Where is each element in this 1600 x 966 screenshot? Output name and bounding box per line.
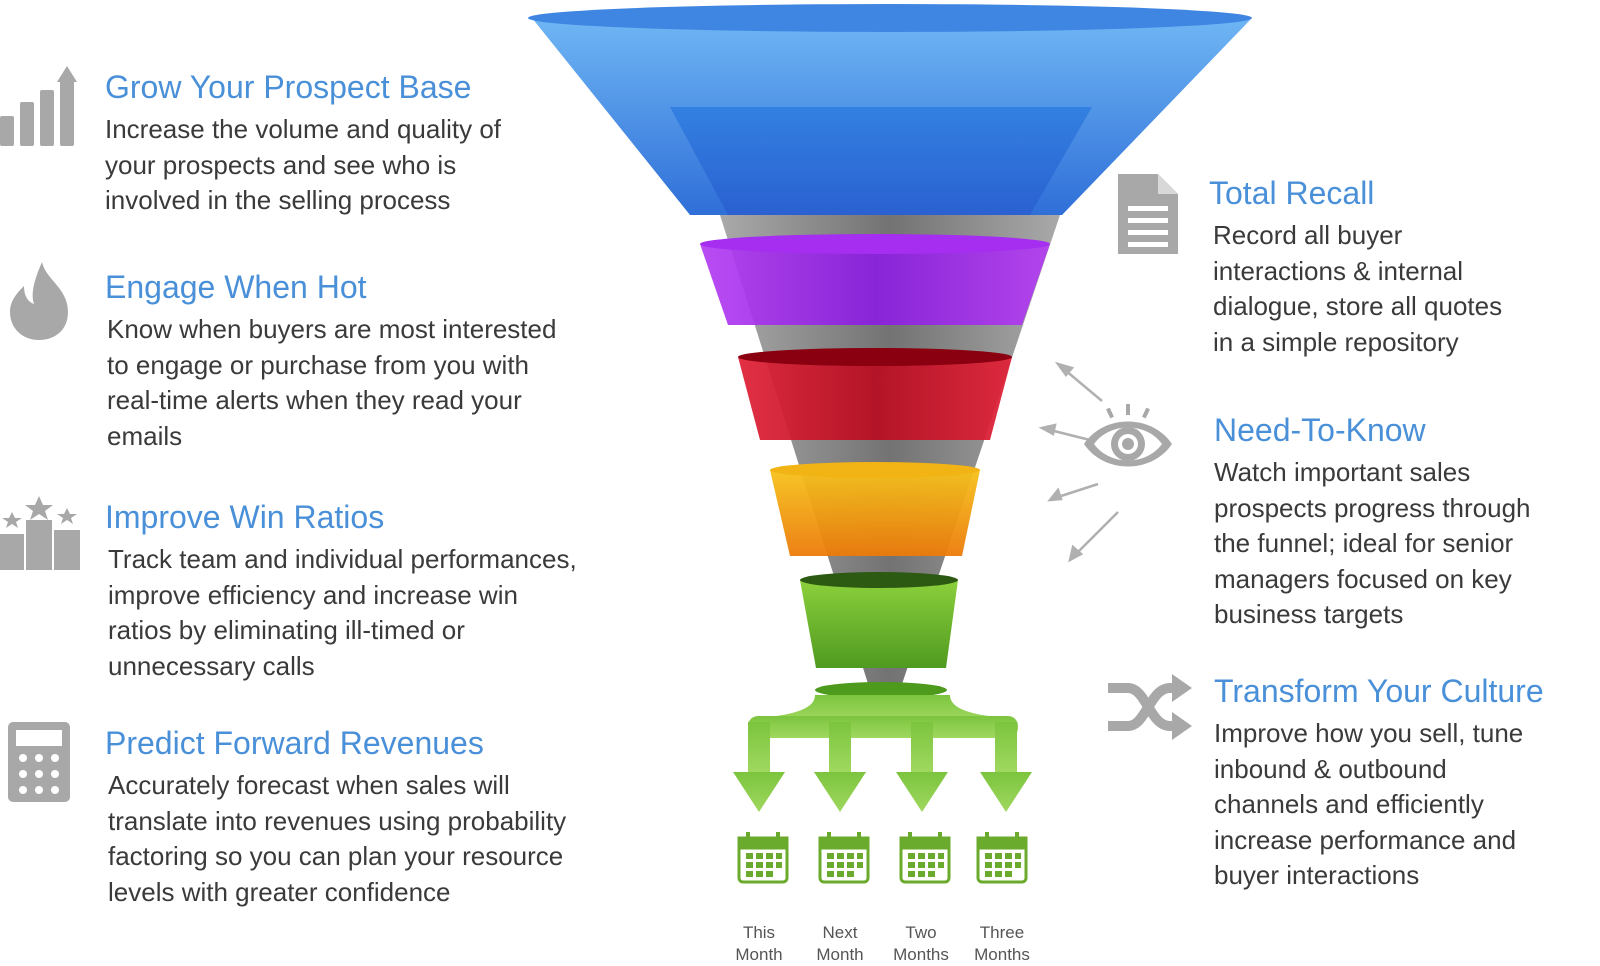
feature-transform-culture: Transform Your Culture Improve how you s… [1214, 672, 1544, 894]
feature-title: Total Recall [1209, 175, 1375, 211]
podium-stars-icon [0, 496, 80, 570]
flame-icon [10, 262, 68, 340]
feature-description: Improve how you sell, tune inbound & out… [1214, 718, 1524, 890]
feature-title: Transform Your Culture [1214, 673, 1544, 709]
funnel-stage-orange [770, 462, 980, 556]
funnel-core [720, 215, 1060, 690]
feature-description: Increase the volume and quality of your … [105, 114, 502, 215]
feature-title: Grow Your Prospect Base [105, 69, 472, 105]
feature-title: Engage When Hot [105, 269, 367, 305]
feature-title: Predict Forward Revenues [105, 725, 484, 761]
funnel-stage-blue [528, 4, 1252, 215]
funnel-stage-purple [700, 234, 1050, 325]
funnel-stage-green [800, 572, 958, 698]
calendar-icon-next-month [818, 836, 870, 884]
feature-description: Know when buyers are most interested to … [107, 314, 557, 451]
calendar-icon-three-months [976, 836, 1028, 884]
feature-total-recall: Total Recall Record all buyer interactio… [1209, 174, 1502, 360]
calendar-icon-this-month [737, 836, 789, 884]
distribution-arrows [733, 695, 1032, 812]
feature-description: Track team and individual performances, … [108, 544, 577, 681]
funnel-stage-red [738, 348, 1012, 440]
feature-description: Record all buyer interactions & internal… [1213, 220, 1503, 357]
feature-title: Improve Win Ratios [105, 499, 385, 535]
bar-chart-growth-icon [0, 66, 77, 146]
month-label-this-month: This Month [735, 923, 783, 964]
feature-improve-win-ratios: Improve Win Ratios Track team and indivi… [105, 498, 577, 684]
feature-description: Accurately forecast when sales will tran… [108, 770, 567, 907]
feature-grow-prospect-base: Grow Your Prospect Base Increase the vol… [105, 68, 501, 219]
document-icon [1118, 174, 1178, 254]
calculator-icon [8, 722, 70, 802]
calendar-icons [737, 832, 1028, 884]
calendar-icon-two-months [899, 836, 951, 884]
eye-sight-arrows [1038, 361, 1119, 563]
eye-icon [1084, 404, 1172, 467]
month-label-three-months: Three Months [974, 923, 1030, 964]
feature-need-to-know: Need-To-Know Watch important sales prosp… [1214, 411, 1531, 633]
feature-description: Watch important sales prospects progress… [1214, 457, 1531, 629]
feature-predict-forward-revenues: Predict Forward Revenues Accurately fore… [105, 724, 566, 910]
month-label-two-months: Two Months [893, 923, 949, 964]
feature-engage-when-hot: Engage When Hot Know when buyers are mos… [105, 268, 556, 454]
feature-title: Need-To-Know [1214, 412, 1426, 448]
shuffle-icon [1108, 674, 1192, 740]
month-label-next-month: Next Month [816, 923, 864, 964]
